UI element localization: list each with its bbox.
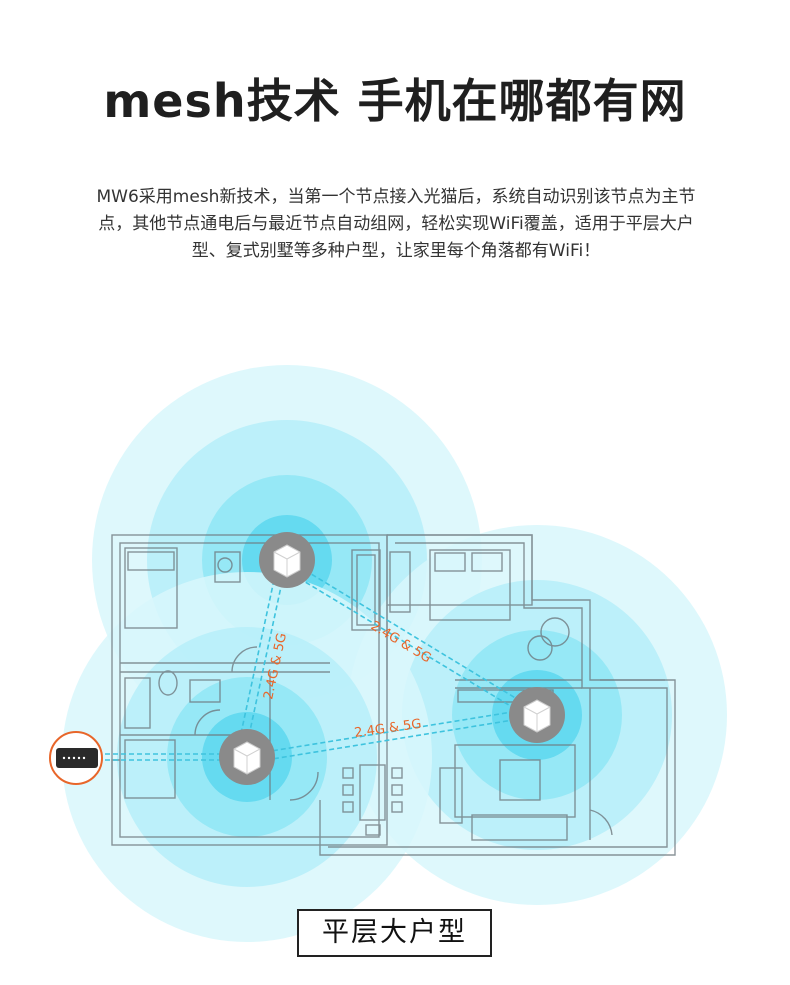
mesh-node-bottom (219, 729, 275, 785)
mesh-links (105, 565, 528, 761)
page-title: mesh技术 手机在哪都有网 (103, 74, 687, 128)
mesh-node-right (509, 687, 565, 743)
floor-plan-walls (111, 534, 676, 856)
floor-type-caption: 平层大户型 (297, 909, 492, 957)
description-line-2: 点，其他节点通电后与最近节点自动组网，轻松实现WiFi覆盖，适用于平层大户 (98, 214, 694, 234)
modem-icon (49, 731, 103, 785)
mesh-node-top (259, 532, 315, 588)
description-text: MW6采用mesh新技术，当第一个节点接入光猫后，系统自动识别该节点为主节 点，… (58, 184, 734, 265)
description-line-3: 型、复式别墅等多种户型，让家里每个角落都有WiFi！ (191, 241, 601, 261)
description-line-1: MW6采用mesh新技术，当第一个节点接入光猫后，系统自动识别该节点为主节 (96, 187, 696, 207)
